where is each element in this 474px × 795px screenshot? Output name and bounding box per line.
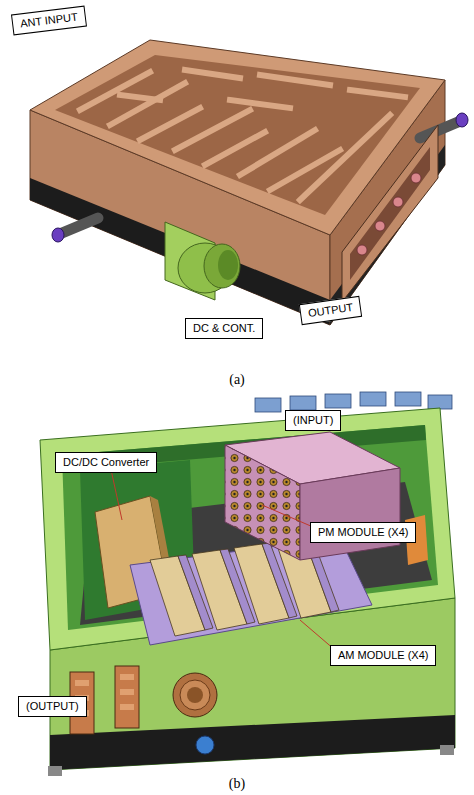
callout-text: (INPUT) bbox=[293, 414, 333, 427]
callout-box: DC & CONT. bbox=[185, 318, 263, 339]
panel-label: (b) bbox=[229, 776, 245, 792]
callout-box: (INPUT) bbox=[285, 410, 341, 431]
callout-text: DC & CONT. bbox=[193, 322, 255, 335]
panel-label: (a) bbox=[229, 372, 245, 388]
callout-box: ANT INPUT bbox=[11, 6, 87, 36]
callout-text: (OUTPUT) bbox=[26, 700, 79, 713]
callout-box: DC/DC Converter bbox=[55, 452, 157, 473]
callout-box: AM MODULE (X4) bbox=[330, 645, 436, 666]
callout-text: ANT INPUT bbox=[19, 11, 78, 31]
callout-box: (OUTPUT) bbox=[18, 696, 87, 717]
callout-box: PM MODULE (X4) bbox=[310, 522, 416, 543]
callout-text: OUTPUT bbox=[307, 301, 354, 320]
housing-b bbox=[40, 392, 455, 776]
callout-text: AM MODULE (X4) bbox=[338, 649, 428, 662]
housing-a bbox=[30, 40, 468, 325]
callout-text: PM MODULE (X4) bbox=[318, 526, 408, 539]
callout-text: DC/DC Converter bbox=[63, 456, 149, 469]
